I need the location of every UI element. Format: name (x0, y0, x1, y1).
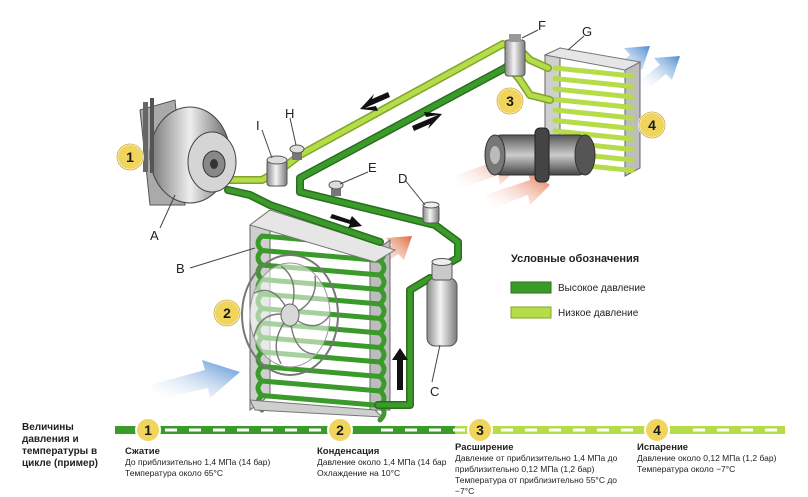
label-d: D (398, 171, 407, 186)
stage-line: Температура около 65°C (125, 468, 224, 478)
cycle-dash (429, 428, 441, 432)
stage-line: Охлаждение на 10°C (317, 468, 401, 478)
cycle-dash (285, 428, 297, 432)
label-g: G (582, 24, 592, 39)
cycle-dash (261, 428, 273, 432)
cycle-strip: 1 2 3 4 Величины давления и температуры … (0, 410, 808, 497)
legend-swatch-high (510, 281, 552, 294)
stage-compression: Сжатие До приблизительно 1,4 МПа (14 бар… (125, 446, 315, 479)
cycle-title: Величины давления и температуры в цикле … (22, 422, 99, 469)
cycle-marker-2: 2 (327, 417, 353, 443)
stage-title: Испарение (637, 442, 689, 453)
cycle-dash (573, 428, 585, 432)
cycle-dash (405, 428, 417, 432)
cycle-dash (213, 428, 225, 432)
cycle-dash (597, 428, 609, 432)
svg-text:3: 3 (506, 93, 514, 109)
pipes-high-pressure (224, 58, 516, 409)
stage-evaporation: Испарение Давление около 0,12 МПа (1,2 б… (637, 442, 802, 475)
stage-expansion: Расширение Давление от приблизительно 1,… (455, 442, 635, 497)
cycle-dash (717, 428, 729, 432)
label-h: H (285, 106, 294, 121)
flow-arrows (330, 92, 442, 390)
blower-motor (484, 127, 596, 183)
cycle-dash (765, 428, 777, 432)
stage-line: Давление от приблизительно 1,4 МПа до (455, 453, 618, 463)
expansion-valve (504, 34, 526, 77)
cycle-marker-1: 1 (135, 417, 161, 443)
stage-line: Температура от приблизительно 55°C до −7… (455, 475, 618, 496)
cycle-marker-4: 4 (644, 417, 670, 443)
cycle-dash (549, 428, 561, 432)
legend-swatch-low (510, 306, 552, 319)
svg-text:4: 4 (653, 422, 661, 438)
cycle-dash (693, 428, 705, 432)
cycle-dash (741, 428, 753, 432)
stage-line: Давление около 1,4 МПа (14 бар (317, 457, 447, 467)
label-e: E (368, 160, 377, 175)
svg-text:2: 2 (336, 422, 344, 438)
accumulator (266, 155, 288, 187)
service-valve-high (328, 180, 344, 196)
label-c: C (430, 384, 439, 399)
cycle-dash (381, 428, 393, 432)
svg-text:1: 1 (144, 422, 152, 438)
legend-label-high: Высокое давление (558, 283, 646, 294)
stage-line: До приблизительно 1,4 МПа (14 бар) (125, 457, 271, 467)
marker-4: 4 (638, 111, 666, 139)
stage-condensation: Конденсация Давление около 1,4 МПа (14 б… (317, 446, 457, 479)
marker-1: 1 (116, 143, 144, 171)
cycle-dash (453, 428, 465, 432)
cycle-dash (165, 428, 177, 432)
leader-lines (159, 29, 585, 383)
cool-air-arrow-fan (150, 360, 240, 400)
stage-title: Конденсация (317, 446, 380, 457)
marker-2: 2 (213, 299, 241, 327)
cycle-dash (501, 428, 513, 432)
cycle-dash (525, 428, 537, 432)
label-f: F (538, 18, 546, 33)
pressure-switch (422, 201, 440, 224)
legend: Условные обозначения Высокое давление Ни… (510, 253, 646, 319)
stage-line: Температура около −7°C (637, 464, 736, 474)
receiver-drier (426, 258, 458, 347)
cycle-dash (621, 428, 633, 432)
compressor (139, 98, 237, 206)
stage-line: приблизительно 0,12 МПа (1,2 бар) (455, 464, 595, 474)
service-valve-low (289, 144, 305, 160)
cycle-dash (309, 428, 321, 432)
svg-text:1: 1 (126, 149, 134, 165)
stage-line: Давление около 0,12 МПа (1,2 бар) (637, 453, 777, 463)
marker-3: 3 (496, 87, 524, 115)
label-a: A (150, 228, 159, 243)
label-i: I (256, 118, 260, 133)
legend-title: Условные обозначения (511, 253, 639, 265)
svg-text:3: 3 (476, 422, 484, 438)
cycle-dash (237, 428, 249, 432)
label-b: B (176, 261, 185, 276)
cycle-marker-3: 3 (467, 417, 493, 443)
svg-text:2: 2 (223, 305, 231, 321)
stage-title: Расширение (455, 442, 514, 453)
cycle-bar: 1 2 3 4 (115, 417, 785, 443)
condenser-fan (241, 254, 339, 376)
svg-text:4: 4 (648, 117, 656, 133)
legend-label-low: Низкое давление (558, 308, 639, 319)
cycle-dash (189, 428, 201, 432)
stage-title: Сжатие (125, 446, 160, 457)
